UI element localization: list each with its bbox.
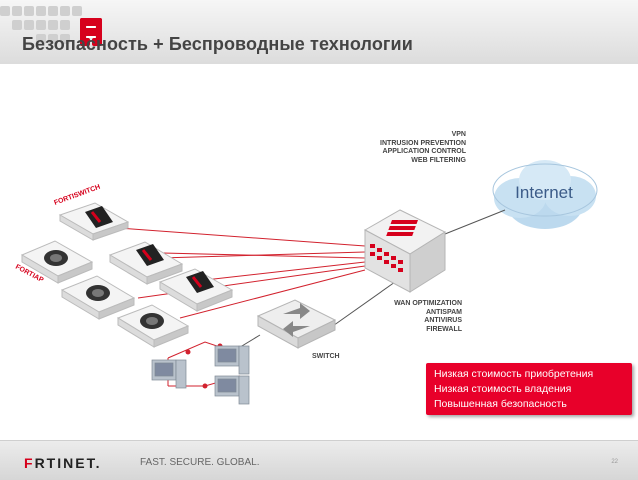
slide-title: Безопасность + Беспроводные технологии <box>22 34 413 54</box>
slide-footer <box>0 440 638 480</box>
service-vpn: VPN <box>451 131 466 138</box>
security-services-list: VPN INTRUSION PREVENTION APPLICATION CON… <box>372 131 466 165</box>
benefit-acquisition-cost: Низкая стоимость приобретения <box>434 368 594 380</box>
client-computers <box>151 345 250 405</box>
internet-cloud <box>492 160 598 229</box>
fortiap-devices <box>20 202 234 348</box>
footer-tagline: FAST. SECURE. GLOBAL. <box>140 457 260 468</box>
network-diagram: Internet <box>14 160 598 405</box>
fortinet-squares-logo <box>0 6 102 46</box>
brand-rest: RTINET. <box>34 455 102 471</box>
slide-header <box>0 0 638 64</box>
service-ips: INTRUSION PREVENTION <box>380 139 466 147</box>
lan-switch <box>256 299 337 349</box>
service-web-filtering: WEB FILTERING <box>411 156 466 164</box>
internet-label: Internet <box>515 183 573 202</box>
fortigate-appliance <box>363 209 447 293</box>
fortinet-wordmark: FRTINET. <box>24 455 101 471</box>
wan-services-list: WAN OPTIMIZATION ANTISPAM ANTIVIRUS FIRE… <box>370 300 462 334</box>
service-antispam: ANTISPAM <box>425 308 462 316</box>
benefit-ownership-cost: Низкая стоимость владения <box>434 383 572 395</box>
brand-prefix: F <box>24 455 35 471</box>
benefit-security: Повышенная безопасность <box>434 398 567 410</box>
service-firewall: FIREWALL <box>426 325 462 333</box>
page-number: 22 <box>611 459 618 465</box>
service-antivirus: ANTIVIRUS <box>424 317 462 324</box>
service-wan-optimization: WAN OPTIMIZATION <box>394 300 462 307</box>
switch-label: SWITCH <box>312 353 340 360</box>
service-app-control: APPLICATION CONTROL <box>382 148 466 155</box>
benefits-box: Низкая стоимость приобретения Низкая сто… <box>426 363 632 415</box>
